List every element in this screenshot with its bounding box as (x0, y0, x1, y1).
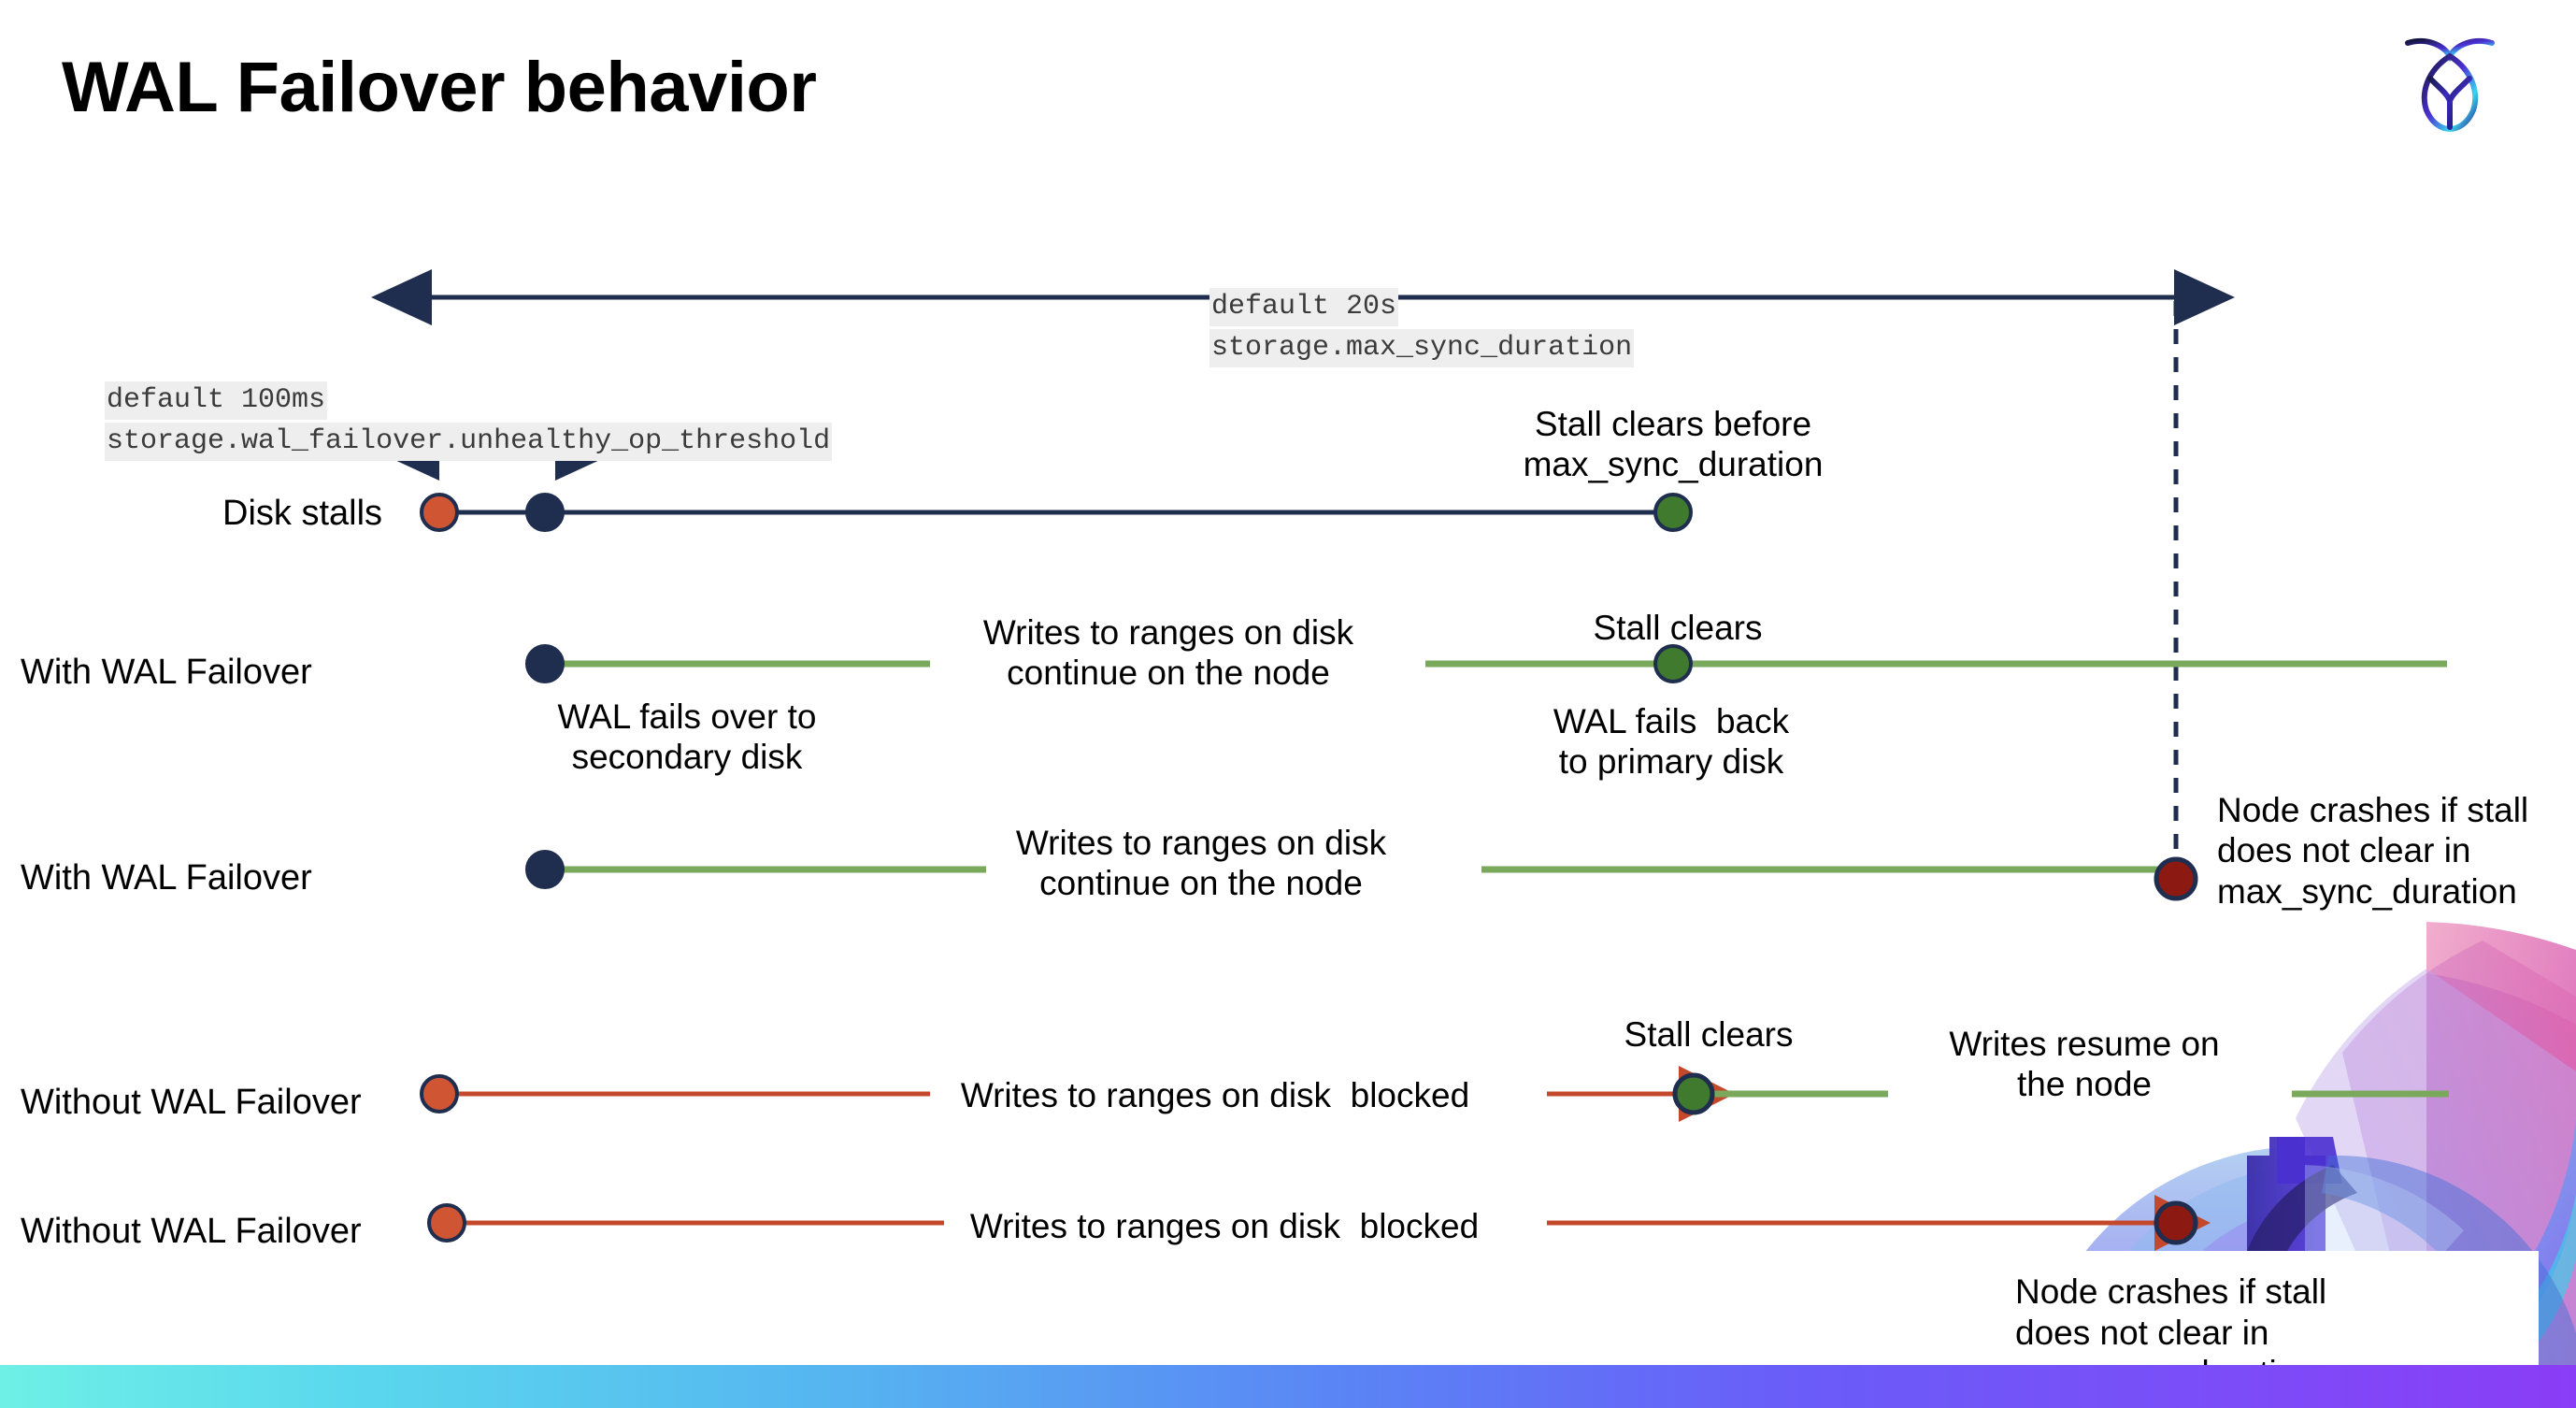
annotation-wal-fails-back: WAL fails back to primary disk (1553, 702, 1790, 782)
marker-failover-start (525, 644, 565, 683)
annotation-writes-blocked-2: Writes to ranges on disk blocked (969, 1207, 1480, 1245)
annotation-stall-clears-before: Stall clears before max_sync_duration (1523, 405, 1824, 484)
annotation-wal-fails-over: WAL fails over to secondary disk (557, 697, 817, 777)
row-label-without-wal-failover-1: Without WAL Failover (21, 1083, 362, 1122)
row-label-with-wal-failover-1: With WAL Failover (21, 653, 312, 692)
annotation-node-crashes-1: Node crashes if stall does not clear in … (2217, 791, 2529, 911)
row-label-with-wal-failover-2: With WAL Failover (21, 858, 312, 898)
annotation-writes-blocked-1: Writes to ranges on disk blocked (960, 1076, 1470, 1114)
unhealthy-threshold-default-text: default 100ms (105, 381, 328, 420)
annotation-stall-clears-b: Stall clears (1624, 1015, 1794, 1054)
row-without-wal-failover-2-track (427, 1195, 2211, 1251)
max-sync-duration-setting-text: storage.max_sync_duration (1209, 329, 1635, 367)
marker-stall-start (420, 493, 459, 532)
bottom-gradient-bar (0, 1365, 2576, 1408)
row-with-wal-failover-1-track (525, 644, 2447, 683)
marker-node-crash (2154, 856, 2198, 901)
unhealthy-threshold-setting-text: storage.wal_failover.unhealthy_op_thresh… (105, 423, 833, 461)
marker-stall-clear (1672, 1072, 1715, 1115)
marker-stall-start (420, 1074, 459, 1113)
marker-stall-clear (1653, 493, 1693, 532)
marker-node-crash (2154, 1200, 2198, 1245)
marker-failover-trigger (525, 493, 565, 532)
unhealthy-threshold-setting-label: storage.wal_failover.unhealthy_op_thresh… (37, 395, 833, 489)
marker-stall-start (427, 1203, 466, 1243)
row-label-disk-stalls: Disk stalls (222, 494, 383, 533)
max-sync-duration-setting-label: storage.max_sync_duration (1142, 301, 1635, 395)
annotation-writes-continue-2: Writes to ranges on disk continue on the… (1015, 824, 1387, 903)
unhealthy-threshold-default-label: default 100ms (37, 353, 328, 448)
row-label-without-wal-failover-2: Without WAL Failover (21, 1212, 362, 1251)
annotation-stall-clears-a: Stall clears (1593, 609, 1763, 647)
annotation-writes-continue-1: Writes to ranges on disk continue on the… (982, 613, 1354, 693)
marker-failover-start (525, 850, 565, 889)
cockroachdb-logo-icon (2405, 37, 2495, 133)
row-with-wal-failover-2-track (525, 850, 2198, 901)
page-title: WAL Failover behavior (62, 48, 817, 127)
annotation-writes-resume: Writes resume on the node (1949, 1025, 2220, 1104)
row-disk-stalls-track (420, 493, 1693, 532)
row-without-wal-failover-1-track (420, 1066, 2449, 1122)
marker-stall-clear (1653, 644, 1693, 683)
